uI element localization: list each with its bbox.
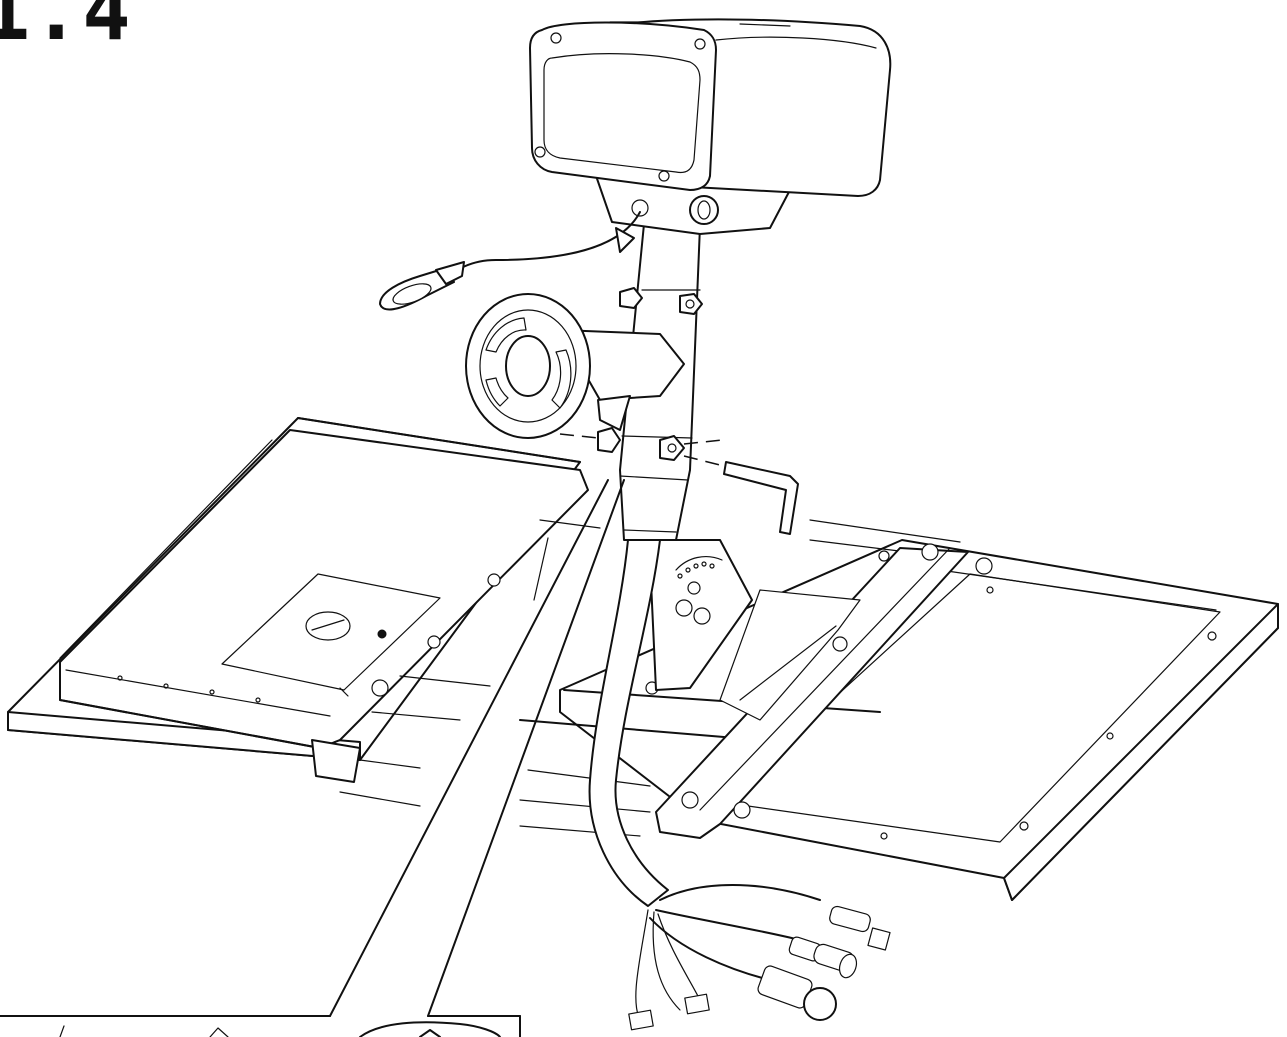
tilt-bracket [649,539,753,691]
left-mounting-plate [7,417,589,783]
center-tray [645,589,861,721]
right-mounting-frame [519,519,1279,901]
left-rail-lines [339,519,601,807]
step-number: 1.4 [0,0,133,58]
safety-lanyard [379,211,641,311]
detail-callout [0,479,625,1037]
hex-key-icon [723,461,799,535]
cable-harness [588,539,891,1031]
camera-housing-icon [529,18,892,235]
wall-bracket-icon [465,293,685,439]
